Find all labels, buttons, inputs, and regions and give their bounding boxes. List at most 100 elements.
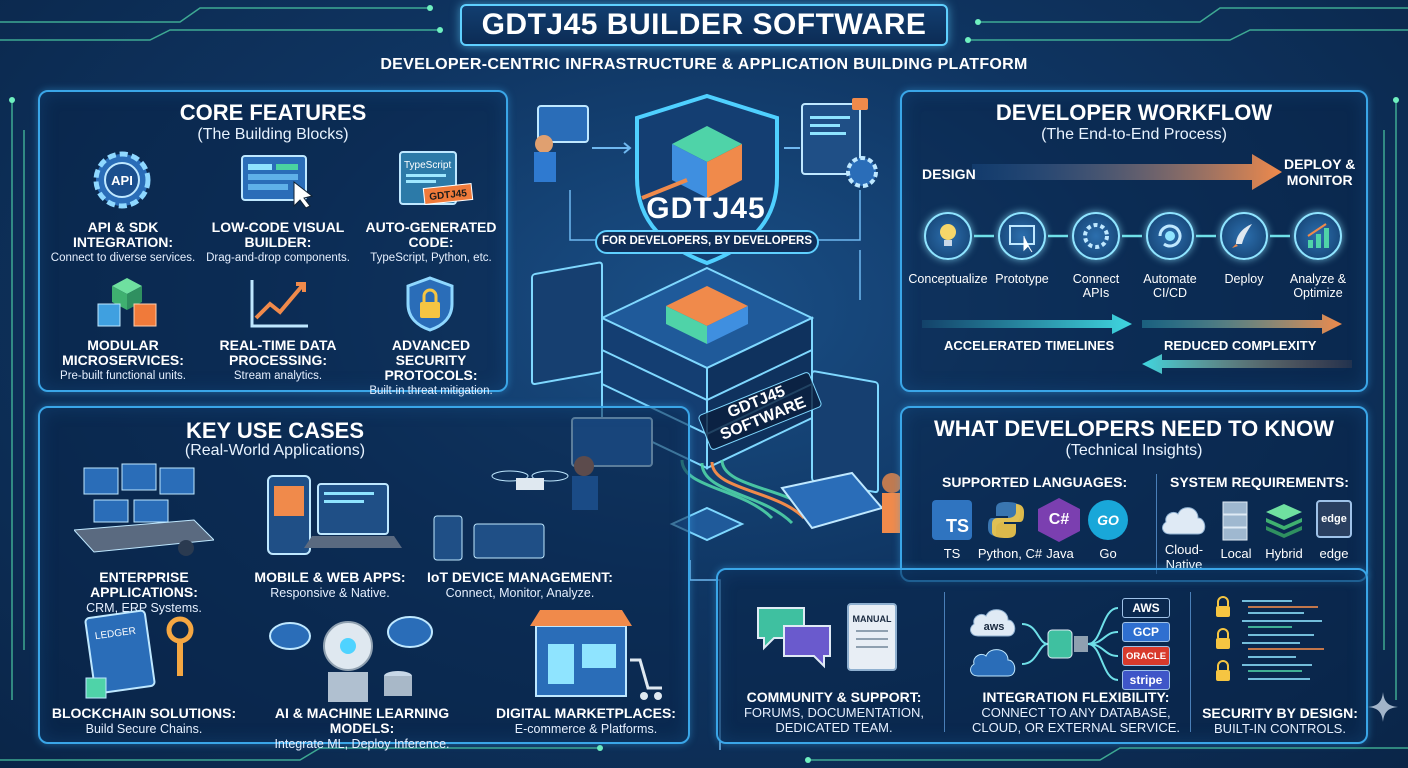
benefit-accelerated: ACCELERATED TIMELINES [944, 338, 1115, 353]
workflow-step: Prototype [982, 272, 1062, 286]
service-chip: stripe [1122, 670, 1170, 690]
feature-desc: Stream analytics. [233, 370, 323, 382]
use-case-desc: Responsive & Native. [270, 586, 390, 600]
go-icon: GO [1088, 500, 1128, 540]
aws-cloud-icon: aws [970, 609, 1016, 637]
workflow-panel: DEVELOPER WORKFLOW (The End-to-End Proce… [900, 90, 1368, 392]
ts-icon: TS [932, 500, 972, 540]
use-case-ai-ml: AI & MACHINE LEARNING MODELS: Integrate … [244, 705, 480, 752]
step-label: Conceptualize [908, 272, 988, 286]
edge-chip-icon: edge [1316, 500, 1352, 538]
python-icon [988, 502, 1024, 538]
feature-api-sdk: API & SDK INTEGRATION: Connect to divers… [46, 220, 200, 265]
office-workstation-icon [74, 463, 214, 556]
title-banner: GDTJ45 BUILDER SOFTWARE [460, 4, 948, 46]
tagline-pill [595, 230, 819, 254]
use-case-blockchain: BLOCKCHAIN SOLUTIONS: Build Secure Chain… [44, 706, 244, 737]
requirement-label: edge [1319, 546, 1349, 561]
manual-book-icon: MANUAL [847, 603, 897, 671]
plug-connector-icon [1021, 607, 1119, 681]
storefront-cart-icon [530, 610, 662, 700]
service-name: stripe [1129, 673, 1163, 687]
api-icon-text: API [111, 173, 133, 188]
cycle-gear-icon [1146, 212, 1194, 260]
feature-title: MODULAR [87, 337, 159, 353]
service-name: GCP [1132, 625, 1159, 639]
center-logo-text: GDTJ45 [646, 192, 766, 225]
use-case-title: ENTERPRISE APPLICATIONS: [90, 569, 198, 600]
feature-low-code: LOW-CODE VISUAL BUILDER: Drag-and-drop c… [200, 220, 356, 265]
feature-title: ADVANCED SECURITY [391, 337, 471, 368]
know-panel: WHAT DEVELOPERS NEED TO KNOW (Technical … [900, 406, 1368, 582]
security-desc: BUILT-IN CONTROLS. [1214, 721, 1346, 736]
feature-title: INTEGRATION: [72, 234, 174, 250]
requirement-label: Local [1220, 546, 1252, 561]
drone-device-icon [433, 470, 569, 561]
ledger-key-icon: LEDGER [84, 609, 194, 699]
csharp-icon: C# [1038, 498, 1080, 542]
api-connect-icon [1072, 212, 1120, 260]
api-gear-icon: API [93, 151, 151, 209]
workflow-title: DEVELOPER WORKFLOW [995, 100, 1273, 125]
cloud-shoe-icon [970, 649, 1016, 677]
workflow-end-line: MONITOR [1286, 172, 1353, 188]
go-badge: GO [1097, 512, 1119, 528]
visual-builder-icon [241, 155, 314, 209]
growth-chart-icon [1294, 212, 1342, 260]
lightbulb-icon [924, 212, 972, 260]
laptop-icon [537, 105, 589, 143]
shield-lock-icon [406, 276, 454, 332]
service-name: ORACLE [1125, 650, 1167, 662]
step-label: Connect [1072, 272, 1120, 286]
community-desc: FORUMS, DOCUMENTATION, [743, 705, 925, 720]
layers-icon [1266, 504, 1302, 538]
language-label: Go [1099, 546, 1117, 561]
server-icon [1222, 501, 1248, 541]
step-label: Automate [1143, 272, 1197, 286]
step-label: Analyze & [1289, 272, 1347, 286]
chat-bubbles-icon [757, 607, 831, 669]
feature-desc: Built-in threat mitigation. [369, 385, 493, 397]
language-label: TS [943, 546, 961, 561]
page-subtitle: DEVELOPER-CENTRIC INFRASTRUCTURE & APPLI… [380, 56, 1028, 73]
feature-title: AUTO-GENERATED [365, 219, 497, 235]
workflow-start-label: DESIGN [922, 166, 976, 182]
workflow-subtitle: (The End-to-End Process) [1041, 126, 1227, 143]
requirements-title: SYSTEM REQUIREMENTS: [1170, 474, 1349, 490]
divider [1156, 474, 1157, 574]
use-case-desc: Build Secure Chains. [85, 722, 203, 736]
robot-cloud-icon [269, 616, 433, 702]
step-label: CI/CD [1152, 286, 1188, 300]
lock-code-icon [1216, 596, 1324, 681]
core-features-panel: CORE FEATURES (The Building Blocks) API … [38, 90, 508, 397]
security-by-design: SECURITY BY DESIGN: BUILT-IN CONTROLS. [1192, 706, 1368, 736]
use-case-title: DIGITAL MARKETPLACES: [496, 705, 676, 721]
use-cases-subtitle: (Real-World Applications) [184, 442, 366, 459]
code-window-icon [801, 103, 861, 175]
gdtj45-icon-text: GDTJ45 [429, 188, 468, 203]
integration-desc: CONNECT TO ANY DATABASE, [981, 705, 1171, 720]
use-case-title: AI & MACHINE LEARNING MODELS: [274, 705, 450, 736]
use-case-desc: E-commerce & Platforms. [514, 722, 658, 736]
language-label: Java [1046, 546, 1074, 561]
benefit-reduced: REDUCED COMPLEXITY [1164, 338, 1317, 353]
workflow-step: Deploy [1204, 272, 1284, 286]
ts-badge: TS [945, 516, 969, 536]
cubes-icon [97, 278, 157, 327]
step-label: Deploy [1224, 272, 1264, 286]
community-title: COMMUNITY & SUPPORT: [746, 689, 922, 705]
feature-microservices: MODULAR MICROSERVICES: Pre-built functio… [46, 338, 200, 383]
use-cases-panel: KEY USE CASES (Real-World Applications) … [38, 406, 690, 751]
manual-text: MANUAL [853, 614, 892, 624]
use-case-mobile: MOBILE & WEB APPS: Responsive & Native. [250, 570, 410, 601]
core-features-subtitle: (The Building Blocks) [197, 126, 349, 143]
security-title: SECURITY BY DESIGN: [1202, 705, 1358, 721]
cursor-window-icon [998, 212, 1046, 260]
gear-icon [846, 156, 878, 188]
feature-desc: TypeScript, Python, etc. [370, 252, 492, 264]
feature-title: PROCESSING: [228, 352, 327, 368]
use-case-marketplaces: DIGITAL MARKETPLACES: E-commerce & Platf… [486, 705, 686, 737]
feature-desc: Pre-built functional units. [60, 370, 186, 382]
rocket-icon [1220, 212, 1268, 260]
